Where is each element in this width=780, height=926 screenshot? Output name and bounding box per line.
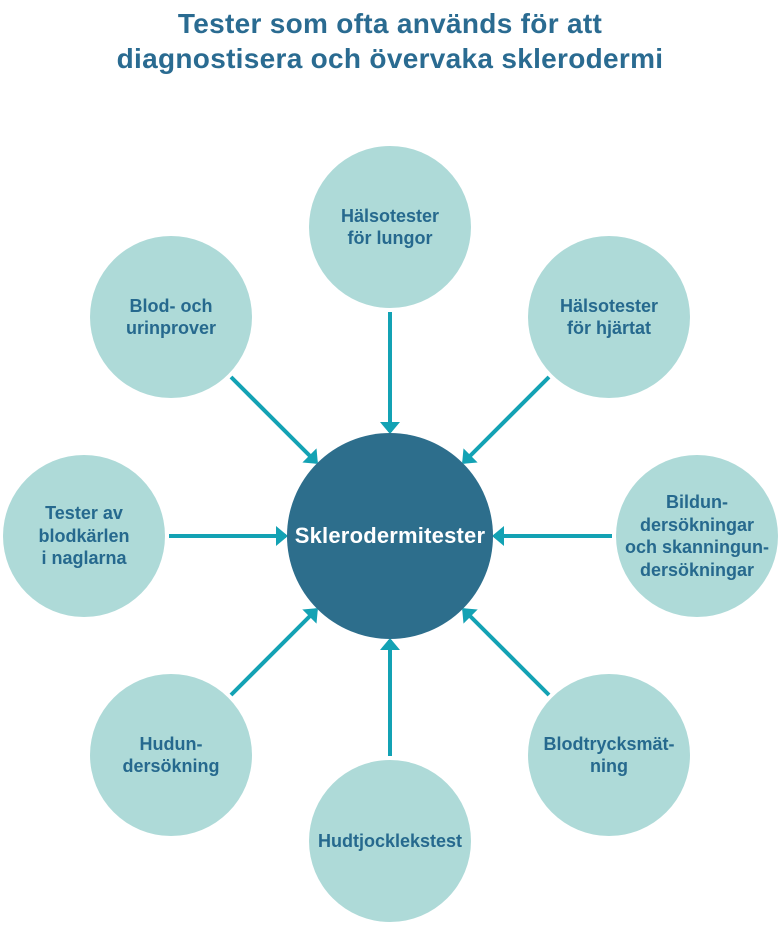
node-label: Bildun- dersökningar och skanningun- der… <box>625 492 769 580</box>
arrow-top-left-to-center <box>229 375 318 464</box>
node-blood-pressure: Blodtrycksmät- ning <box>528 674 690 836</box>
node-blood-urine-samples: Blod- och urinprover <box>90 236 252 398</box>
page-title: Tester som ofta används för att diagnost… <box>116 8 664 74</box>
node-imaging-scans: Bildun- dersökningar och skanningun- der… <box>616 455 778 617</box>
node-label: Hudtjocklekstest <box>317 830 463 851</box>
node-lung-tests: Hälsotester för lungor <box>309 146 471 308</box>
arrow-bottom-left-to-center <box>229 608 318 697</box>
node-center-scleroderma-tests: Sklerodermitester <box>287 433 493 639</box>
node-label: Hälsotester för hjärtat <box>559 295 659 339</box>
arrow-bottom-right-to-center <box>462 608 551 697</box>
node-heart-tests: Hälsotester för hjärtat <box>528 236 690 398</box>
node-label: Blodtrycksmät- ning <box>543 733 675 777</box>
arrow-top-right-to-center <box>462 375 551 464</box>
node-skin-thickness: Hudtjocklekstest <box>309 760 471 922</box>
node-label: Hudun- dersökning <box>122 733 220 777</box>
node-label: Tester av blodkärlen i naglarna <box>38 503 130 569</box>
node-nailfold-vessel-tests: Tester av blodkärlen i naglarna <box>3 455 165 617</box>
node-label: Blod- och urinprover <box>125 295 217 339</box>
center-node-label: Sklerodermitester <box>294 523 486 548</box>
node-label: Hälsotester för lungor <box>340 205 440 249</box>
node-skin-examination: Hudun- dersökning <box>90 674 252 836</box>
